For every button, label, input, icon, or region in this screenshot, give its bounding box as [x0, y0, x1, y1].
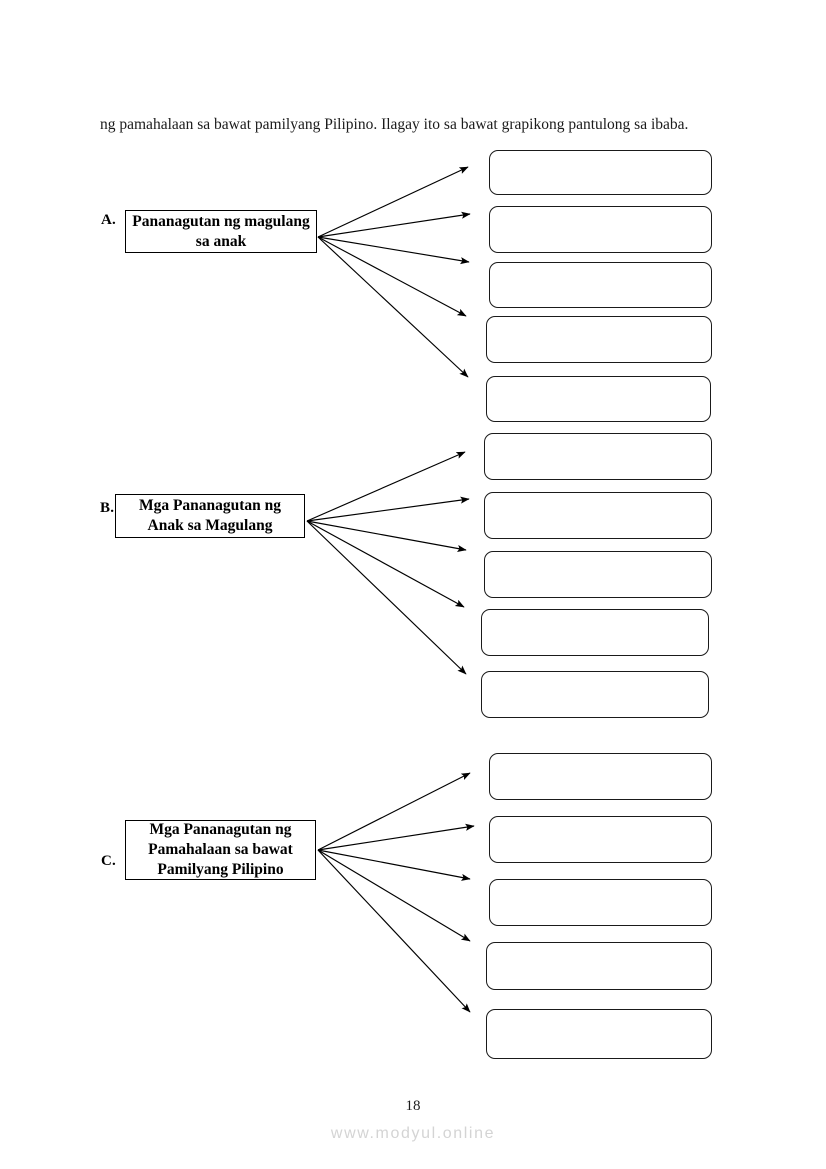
arrow-b-1	[306, 451, 466, 522]
answer-box-a-1[interactable]	[489, 150, 712, 195]
answer-box-b-5[interactable]	[481, 671, 709, 718]
arrow-b-5	[306, 520, 467, 675]
section-letter-a: A.	[101, 212, 116, 228]
arrow-group-b	[306, 451, 470, 675]
arrow-a-2	[317, 211, 471, 238]
answer-box-a-4[interactable]	[486, 316, 712, 363]
arrow-c-3	[317, 849, 471, 881]
arrow-group-c	[317, 772, 475, 1013]
answer-box-c-3[interactable]	[489, 879, 712, 926]
answer-box-a-2[interactable]	[489, 206, 712, 253]
watermark: www.modyul.online	[330, 1125, 496, 1142]
section-letter-b: B.	[100, 500, 115, 516]
section-letter-c: C.	[101, 853, 116, 869]
answer-box-c-5[interactable]	[486, 1009, 712, 1059]
arrow-c-1	[317, 772, 471, 851]
arrow-c-4	[317, 849, 471, 942]
arrow-a-4	[317, 236, 467, 317]
intro-paragraph: ng pamahalaan sa bawat pamilyang Pilipin…	[100, 115, 689, 133]
arrow-a-3	[317, 236, 470, 265]
answer-box-b-1[interactable]	[484, 433, 712, 480]
answer-box-c-4[interactable]	[486, 942, 712, 990]
arrow-c-5	[317, 849, 471, 1013]
source-box-a: Pananagutan ng magulang sa anak	[125, 210, 317, 253]
arrow-c-2	[317, 823, 475, 851]
answer-box-b-2[interactable]	[484, 492, 712, 539]
source-box-c: Mga Pananagutan ng Pamahalaan sa bawat P…	[125, 820, 316, 880]
source-box-b: Mga Pananagutan ng Anak sa Magulang	[115, 494, 305, 538]
source-box-c-label: Mga Pananagutan ng Pamahalaan sa bawat P…	[148, 821, 293, 878]
page-number: 18	[405, 1098, 421, 1114]
source-box-b-label: Mga Pananagutan ng Anak sa Magulang	[138, 497, 282, 534]
answer-box-a-5[interactable]	[486, 376, 711, 422]
arrow-b-4	[306, 520, 465, 608]
arrow-a-1	[317, 166, 469, 238]
answer-box-b-4[interactable]	[481, 609, 709, 656]
answer-box-a-3[interactable]	[489, 262, 712, 308]
answer-box-c-1[interactable]	[489, 753, 712, 800]
answer-box-c-2[interactable]	[489, 816, 712, 863]
arrow-a-5	[317, 236, 469, 378]
answer-box-b-3[interactable]	[484, 551, 712, 598]
arrow-b-2	[306, 496, 470, 522]
arrow-group-a	[317, 166, 471, 378]
arrow-b-3	[306, 520, 467, 552]
source-box-a-label: Pananagutan ng magulang sa anak	[132, 212, 310, 250]
